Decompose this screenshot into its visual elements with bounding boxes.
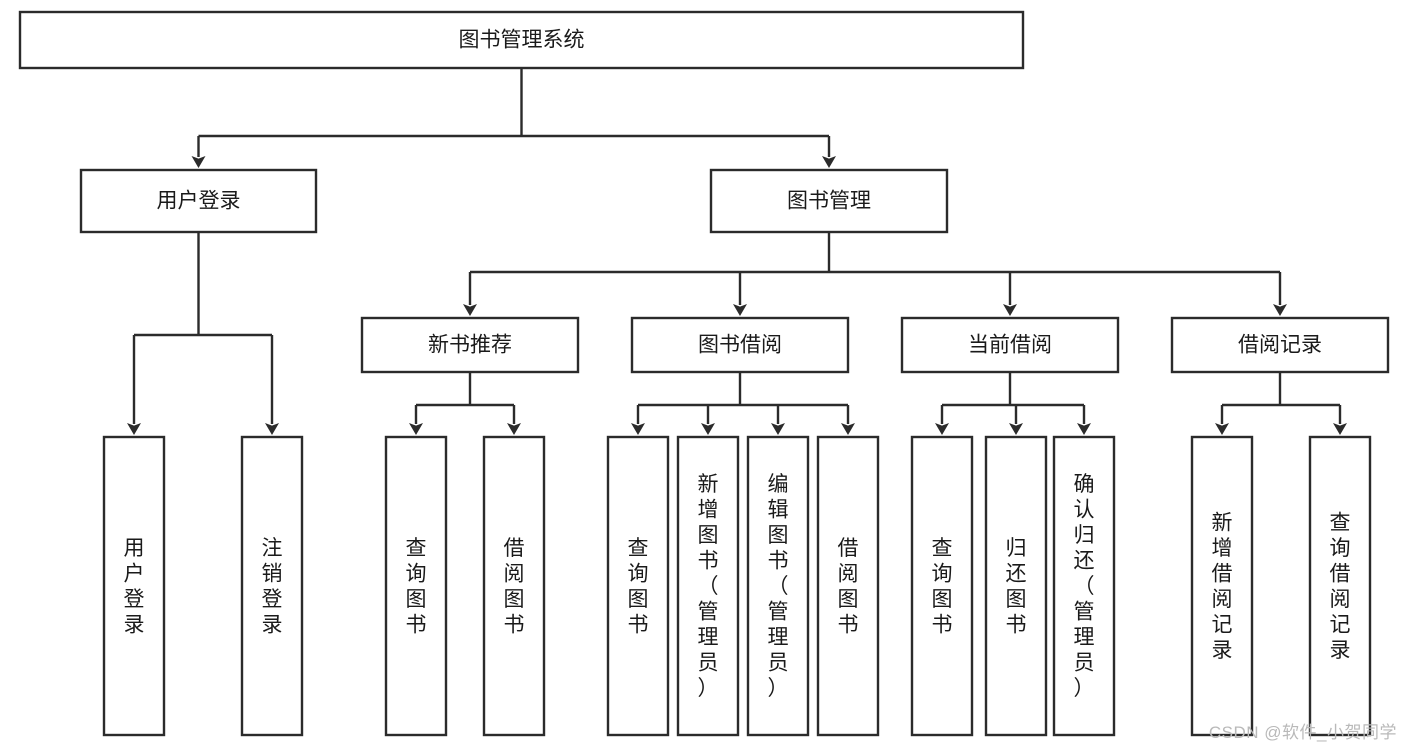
node-leaf-user-logout-label: 注销登录 [262,537,283,637]
node-leaf-add-book-box[interactable] [676,435,740,737]
node-book-manage-box[interactable] [709,168,949,234]
node-leaf-query-book-3-label: 查询图书 [932,537,953,637]
node-borrow-record-box[interactable] [1170,316,1390,374]
node-leaf-add-record[interactable]: 新增借阅记录 [1190,435,1254,737]
node-leaf-borrow-book-2-box[interactable] [816,435,880,737]
node-leaf-borrow-book-2-label: 借阅图书 [838,537,859,637]
node-leaf-user-login[interactable]: 用户登录 [102,435,166,737]
node-book-manage[interactable]: 图书管理 [709,168,949,234]
node-leaf-query-record-label: 查询借阅记录 [1330,511,1351,662]
node-book-borrow-box[interactable] [630,316,850,374]
node-leaf-borrow-book-2[interactable]: 借阅图书 [816,435,880,737]
node-book-borrow-label: 图书借阅 [698,334,782,357]
node-leaf-borrow-book-1-box[interactable] [482,435,546,737]
node-leaf-query-book-2-label: 查询图书 [628,537,649,637]
node-leaf-query-record-box[interactable] [1308,435,1372,737]
node-user-login[interactable]: 用户登录 [79,168,318,234]
node-leaf-return-book-label: 归还图书 [1006,537,1027,637]
node-root-system-label: 图书管理系统 [459,29,585,52]
node-leaf-edit-book-label: 编辑图书（管理员） [768,473,789,700]
node-leaf-return-book[interactable]: 归还图书 [984,435,1048,737]
node-leaf-user-logout-box[interactable] [240,435,304,737]
node-root-system-box[interactable] [18,10,1025,70]
node-leaf-confirm-return[interactable]: 确认归还（管理员） [1052,435,1116,737]
node-book-borrow[interactable]: 图书借阅 [630,316,850,374]
node-leaf-user-logout[interactable]: 注销登录 [240,435,304,737]
node-user-login-box[interactable] [79,168,318,234]
node-borrow-record-label: 借阅记录 [1238,334,1322,357]
node-leaf-query-book-1[interactable]: 查询图书 [384,435,448,737]
node-root-system[interactable]: 图书管理系统 [18,10,1025,70]
node-leaf-query-record[interactable]: 查询借阅记录 [1308,435,1372,737]
node-leaf-query-book-1-box[interactable] [384,435,448,737]
node-leaf-edit-book[interactable]: 编辑图书（管理员） [746,435,810,737]
node-leaf-query-book-1-label: 查询图书 [406,537,427,637]
node-new-book-recommend-box[interactable] [360,316,580,374]
node-leaf-query-book-2[interactable]: 查询图书 [606,435,670,737]
node-new-book-recommend[interactable]: 新书推荐 [360,316,580,374]
node-leaf-edit-book-box[interactable] [746,435,810,737]
node-leaf-add-book[interactable]: 新增图书（管理员） [676,435,740,737]
node-book-manage-label: 图书管理 [787,190,871,213]
node-leaf-query-book-2-box[interactable] [606,435,670,737]
node-leaf-confirm-return-box[interactable] [1052,435,1116,737]
node-leaf-add-record-label: 新增借阅记录 [1212,511,1233,662]
edges-layer [127,68,1347,435]
node-leaf-add-book-label: 新增图书（管理员） [698,473,719,700]
node-leaf-add-record-box[interactable] [1190,435,1254,737]
node-current-borrow[interactable]: 当前借阅 [900,316,1120,374]
node-leaf-borrow-book-1[interactable]: 借阅图书 [482,435,546,737]
node-current-borrow-box[interactable] [900,316,1120,374]
nodes-layer: 图书管理系统用户登录图书管理新书推荐图书借阅当前借阅借阅记录用户登录注销登录查询… [18,10,1390,737]
node-leaf-user-login-label: 用户登录 [124,537,145,637]
node-leaf-borrow-book-1-label: 借阅图书 [504,537,525,637]
node-leaf-query-book-3[interactable]: 查询图书 [910,435,974,737]
node-current-borrow-label: 当前借阅 [968,334,1052,357]
node-leaf-return-book-box[interactable] [984,435,1048,737]
node-leaf-confirm-return-label: 确认归还（管理员） [1074,473,1095,700]
node-user-login-label: 用户登录 [157,190,241,213]
node-leaf-user-login-box[interactable] [102,435,166,737]
node-leaf-query-book-3-box[interactable] [910,435,974,737]
node-borrow-record[interactable]: 借阅记录 [1170,316,1390,374]
node-new-book-recommend-label: 新书推荐 [428,334,512,357]
csdn-watermark: CSDN @软件_小贺同学 [1208,723,1397,742]
